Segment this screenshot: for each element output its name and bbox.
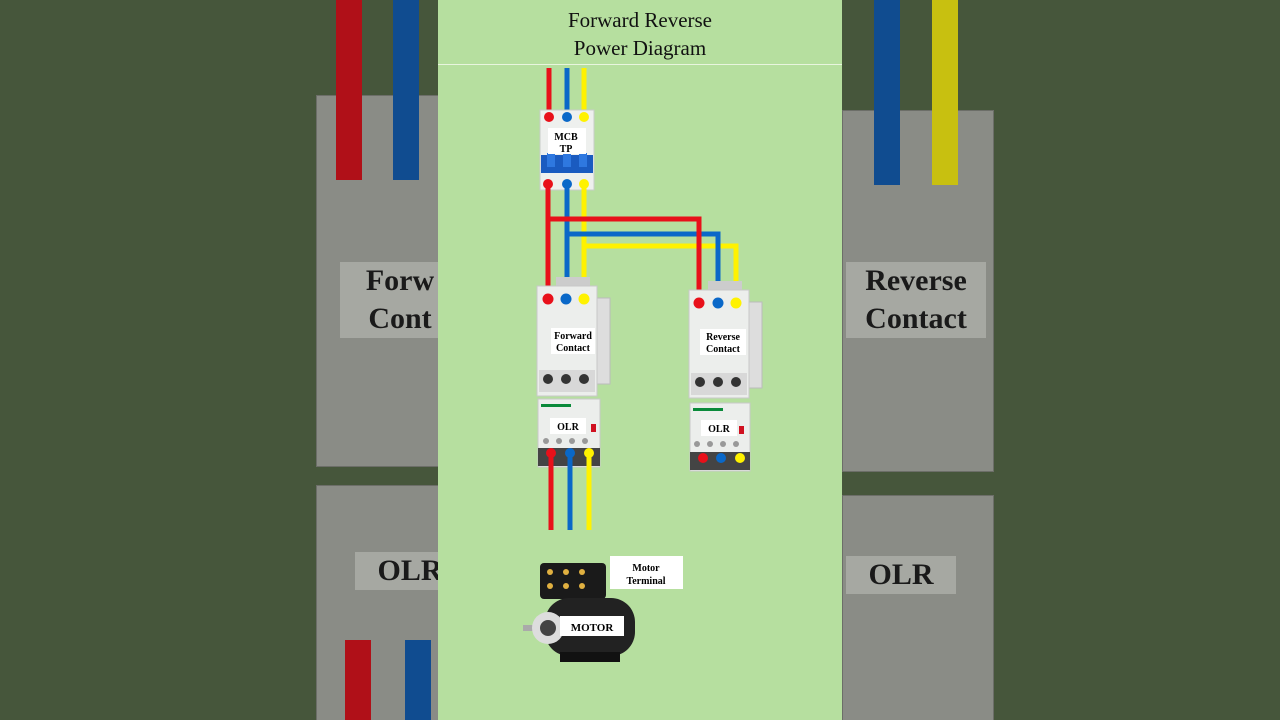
forward-contact-label-2: Contact xyxy=(556,343,591,354)
mcb-label-1: MCB xyxy=(554,132,578,143)
blue-wire-bg xyxy=(393,0,419,180)
bg-label: Cont xyxy=(340,300,438,338)
blue-wire-bg xyxy=(874,0,900,185)
diagram-panel: Forward Reverse Power Diagram MCB TP xyxy=(438,0,842,720)
forward-contactor: Forward Contact xyxy=(536,277,611,397)
background-right-blurred: Reverse Contact OLR xyxy=(842,0,1280,720)
bg-label: OLR xyxy=(355,552,438,590)
mcb-output-terminals xyxy=(543,179,589,189)
distribution-wires xyxy=(545,184,739,302)
red-wire-bg xyxy=(345,640,371,720)
motor-terminal-label-2: Terminal xyxy=(626,576,665,587)
reverse-olr: OLR xyxy=(689,402,751,472)
reverse-olr-label: OLR xyxy=(708,424,730,435)
yellow-wire-bg xyxy=(932,0,958,185)
title-line-2: Power Diagram xyxy=(573,36,707,60)
mcb-label-2: TP xyxy=(560,144,573,155)
bg-label: Reverse xyxy=(846,262,986,300)
forward-olr-label: OLR xyxy=(557,422,579,433)
reverse-contactor: Reverse Contact xyxy=(688,281,763,399)
reverse-contact-label-2: Contact xyxy=(706,344,741,355)
motor-label: MOTOR xyxy=(571,622,615,634)
bg-label: OLR xyxy=(846,556,956,594)
mcb: MCB TP xyxy=(539,109,595,191)
motor-terminal-callout: Motor Terminal xyxy=(610,556,683,589)
title-line-1: Forward Reverse xyxy=(567,8,713,32)
motor-terminal-label-1: Motor xyxy=(632,563,660,574)
page-title: Forward Reverse Power Diagram xyxy=(438,6,842,62)
motor: MOTOR xyxy=(523,563,635,662)
power-diagram: MCB TP Forward Contact xyxy=(523,68,763,662)
bg-label: Contact xyxy=(846,300,986,338)
supply-wires xyxy=(546,68,587,117)
divider xyxy=(438,64,842,65)
olr-bg xyxy=(842,495,994,720)
red-wire-bg xyxy=(336,0,362,180)
bg-label: Forw xyxy=(340,262,438,300)
reverse-contact-label-1: Reverse xyxy=(706,332,740,343)
motor-feed-wires xyxy=(548,451,592,530)
forward-contact-label-1: Forward xyxy=(554,331,592,342)
blue-wire-bg xyxy=(405,640,431,720)
background-left-blurred: Forw Cont OLR xyxy=(0,0,438,720)
